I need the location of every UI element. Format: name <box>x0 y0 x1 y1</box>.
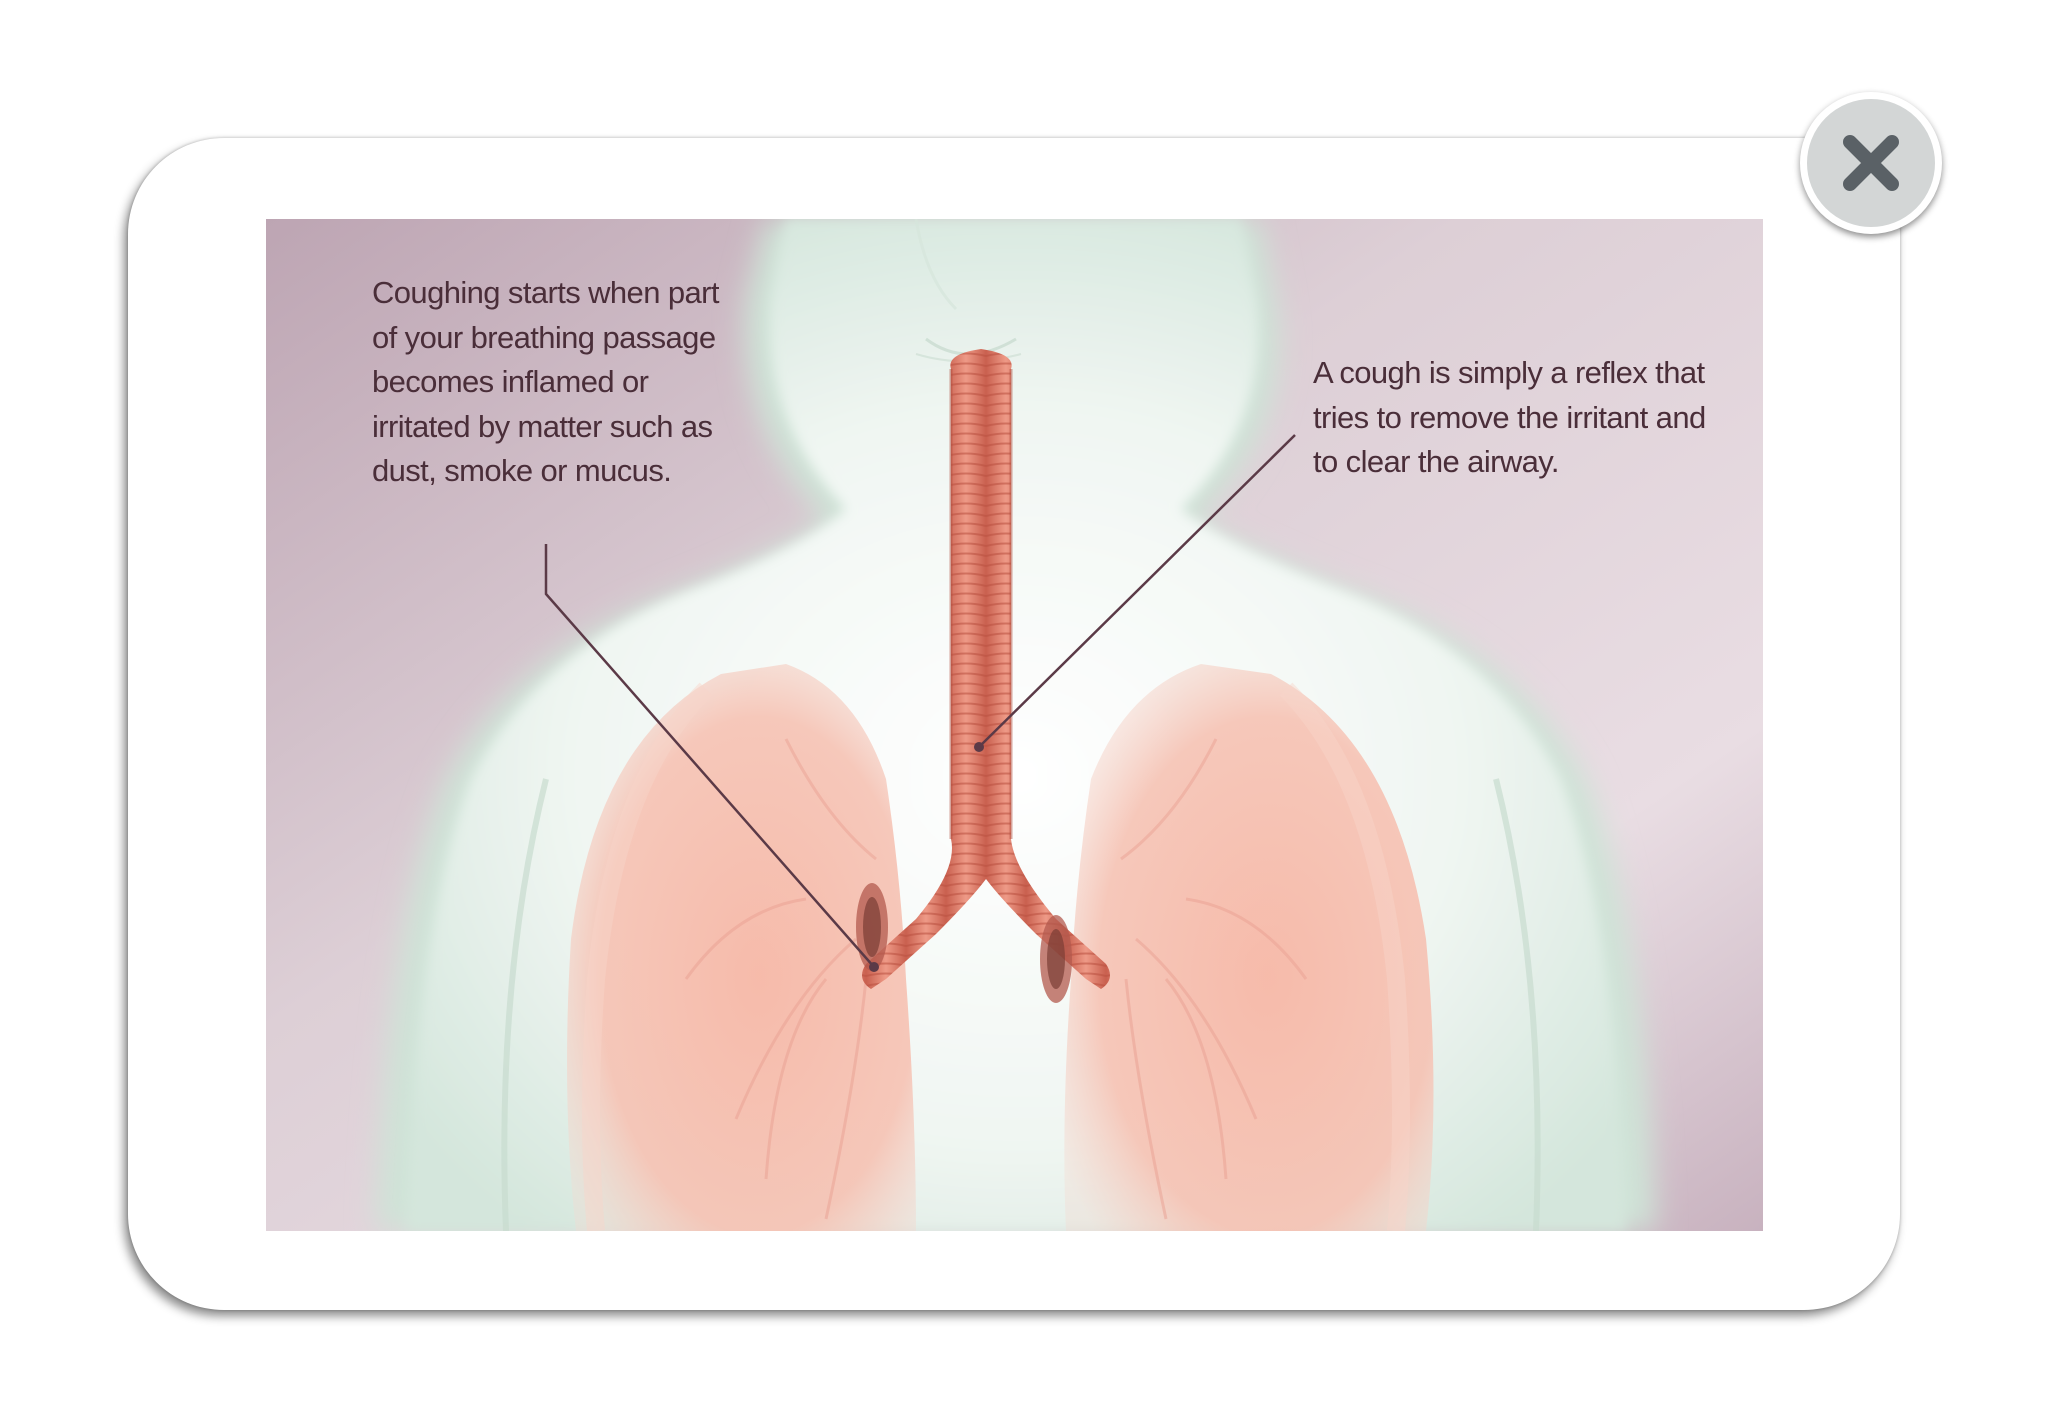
close-button[interactable] <box>1800 92 1942 234</box>
respiratory-system-image <box>266 219 1763 1231</box>
close-icon <box>1843 135 1899 191</box>
cough-illustration: Coughing starts when part of your breath… <box>266 219 1763 1231</box>
callout-cough-reflex: A cough is simply a reflex that tries to… <box>1313 355 1706 479</box>
callout-inflamed-passage: Coughing starts when part of your breath… <box>372 275 719 488</box>
